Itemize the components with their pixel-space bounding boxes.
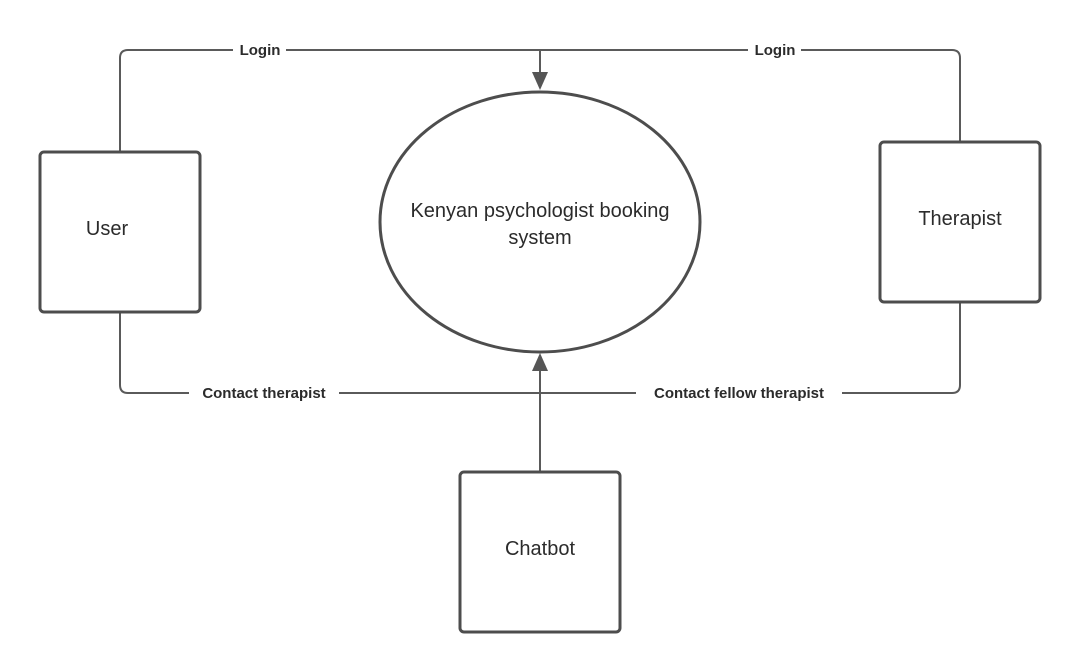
node-chatbot-label: Chatbot bbox=[505, 538, 575, 560]
node-user[interactable] bbox=[38, 150, 202, 314]
node-system-label-line2: system bbox=[508, 227, 571, 249]
edge-label-user-contact: Contact therapist bbox=[202, 385, 325, 402]
arrowhead-top-icon bbox=[532, 72, 548, 90]
edge-therapist-login bbox=[540, 49, 961, 142]
edge-label-bg-user-login bbox=[233, 40, 286, 60]
edge-user-contact-therapist bbox=[119, 313, 541, 394]
edge-label-therapist-contact: Contact fellow therapist bbox=[654, 385, 824, 402]
edge-user-login bbox=[119, 49, 541, 152]
node-therapist[interactable] bbox=[878, 140, 1042, 304]
edge-label-bg-therapist-login bbox=[748, 40, 801, 60]
node-user-label: User bbox=[86, 218, 129, 240]
edge-label-user-login: Login bbox=[240, 42, 281, 59]
edge-label-bg-therapist-contact bbox=[636, 383, 842, 403]
node-system-label-line1: Kenyan psychologist booking bbox=[410, 200, 669, 222]
node-therapist-label: Therapist bbox=[918, 208, 1002, 230]
edge-label-therapist-login: Login bbox=[755, 42, 796, 59]
edge-label-bg-user-contact bbox=[189, 383, 339, 403]
arrowhead-bottom-icon bbox=[532, 353, 548, 371]
edge-therapist-contact-fellow bbox=[540, 303, 961, 394]
node-chatbot[interactable] bbox=[458, 470, 622, 634]
node-system[interactable] bbox=[378, 90, 702, 354]
